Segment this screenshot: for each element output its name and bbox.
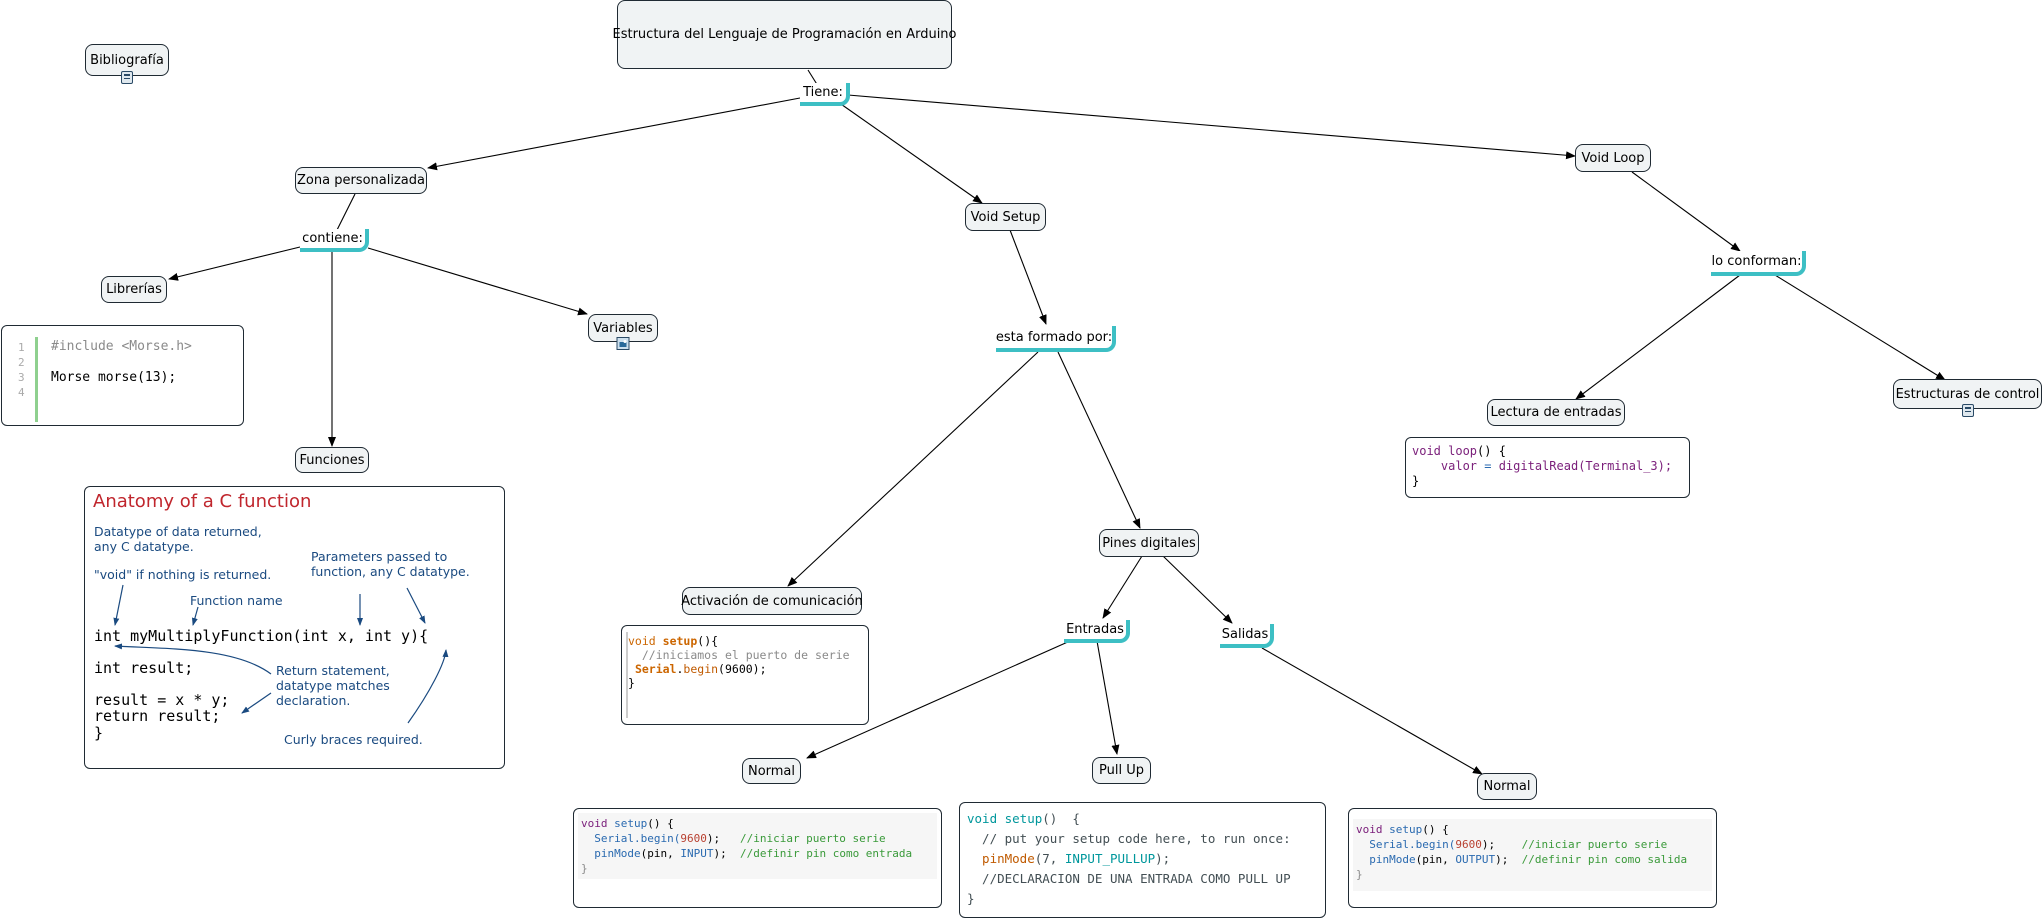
library-code-text: #include <Morse.h> Morse morse(13); <box>51 339 192 385</box>
concept-normal-entrada[interactable]: Normal <box>742 758 801 784</box>
document-resource-icon[interactable] <box>1961 404 1974 417</box>
library-code-image: 1 2 3 4 #include <Morse.h> Morse morse(1… <box>1 325 244 426</box>
document-resource-icon[interactable] <box>121 71 133 84</box>
concept-label: Bibliografía <box>90 52 164 68</box>
linking-phrase-label: Entradas <box>1066 622 1124 637</box>
concept-label: Zona personalizada <box>297 173 425 188</box>
linking-phrase-contiene[interactable]: contiene: <box>300 229 369 252</box>
linking-phrase-label: Salidas <box>1221 626 1269 642</box>
concept-activacion-comunicacion[interactable]: Activación de comunicación <box>681 587 863 615</box>
concept-label: Normal <box>1483 779 1531 794</box>
code-background <box>1353 819 1712 891</box>
concept-label: Void Loop <box>1581 150 1645 166</box>
concept-label: Funciones <box>299 452 365 468</box>
concept-pull-up[interactable]: Pull Up <box>1092 757 1151 784</box>
note-function-name: Function name <box>190 593 283 608</box>
linking-phrase-esta-formado-por[interactable]: esta formado por: <box>996 326 1116 352</box>
concept-normal-salida[interactable]: Normal <box>1477 773 1537 800</box>
code-line-return: return result; <box>94 707 221 725</box>
concept-zona-personalizada[interactable]: Zona personalizada <box>295 167 427 194</box>
normal-input-code-image: void setup() { Serial.begin(9600); //ini… <box>573 808 942 908</box>
line-numbers: 1 2 3 4 <box>18 341 25 399</box>
code-line-multiply: result = x * y; <box>94 691 230 709</box>
linking-phrase-label: lo conforman: <box>1711 254 1802 269</box>
concept-bibliografia[interactable]: Bibliografía <box>85 44 169 84</box>
pullup-code-image: void setup() { // put your setup code he… <box>959 802 1326 918</box>
gutter-bar <box>35 337 38 422</box>
linking-phrase-label: contiene: <box>302 231 363 246</box>
concept-label: Lectura de entradas <box>1490 405 1622 420</box>
concept-label: Variables <box>593 320 653 336</box>
note-void: "void" if nothing is returned. <box>94 567 272 582</box>
code-line-signature: int myMultiplyFunction(int x, int y){ <box>94 627 429 645</box>
concept-label: Estructura del Lenguaje de Programación … <box>612 27 957 42</box>
concept-lectura-entradas[interactable]: Lectura de entradas <box>1487 399 1625 426</box>
concept-label: Activación de comunicación <box>681 593 863 609</box>
code-line-result: int result; <box>94 659 194 677</box>
anatomy-c-function-image: Anatomy of a C function Datatype of data… <box>84 486 505 769</box>
normal-input-code: void setup() { Serial.begin(9600); //ini… <box>581 817 913 875</box>
pullup-code: void setup() { // put your setup code he… <box>967 811 1291 906</box>
serial-setup-code: void setup(){ //iniciamos el puerto de s… <box>628 634 850 690</box>
linking-phrase-tiene[interactable]: Tiene: <box>800 83 850 106</box>
concept-label: Normal <box>747 763 796 779</box>
concept-root[interactable]: Estructura del Lenguaje de Programación … <box>613 0 957 69</box>
concept-librerias[interactable]: Librerías <box>101 276 167 303</box>
loop-code: void loop() { valor = digitalRead(Termin… <box>1412 444 1673 488</box>
concept-estructuras-control[interactable]: Estructuras de control <box>1893 379 2042 417</box>
concept-label: Librerías <box>106 282 162 297</box>
note-braces: Curly braces required. <box>284 732 423 747</box>
linking-phrase-label: Tiene: <box>803 85 843 100</box>
linking-phrase-salidas[interactable]: Salidas <box>1220 624 1274 648</box>
linking-phrase-label: esta formado por: <box>995 329 1113 345</box>
loop-code-image: void loop() { valor = digitalRead(Termin… <box>1405 437 1690 498</box>
code-line-brace: } <box>94 724 104 742</box>
concept-label: Pines digitales <box>1102 535 1196 551</box>
normal-output-code-image: void setup() { Serial.begin(9600); //ini… <box>1348 808 1717 908</box>
concept-label: Void Setup <box>970 209 1041 225</box>
linking-phrase-lo-conforman[interactable]: lo conforman: <box>1711 251 1806 276</box>
note-datatype: Datatype of data returned, any C datatyp… <box>94 524 262 554</box>
linking-phrase-entradas[interactable]: Entradas <box>1064 620 1130 643</box>
code-background <box>578 813 937 879</box>
concept-pines-digitales[interactable]: Pines digitales <box>1099 529 1199 557</box>
image-resource-icon[interactable] <box>616 337 630 350</box>
concept-label: Estructuras de control <box>1895 386 2040 402</box>
gutter-bar <box>626 632 628 718</box>
normal-output-code: void setup() { Serial.begin(9600); //ini… <box>1356 823 1688 881</box>
anatomy-arrows <box>113 584 449 724</box>
note-parameters: Parameters passed to function, any C dat… <box>311 549 470 579</box>
serial-setup-code-image: void setup(){ //iniciamos el puerto de s… <box>621 625 869 725</box>
concept-variables[interactable]: Variables <box>588 314 658 350</box>
concept-void-loop[interactable]: Void Loop <box>1575 144 1651 172</box>
anatomy-title: Anatomy of a C function <box>93 491 312 512</box>
concept-label: Pull Up <box>1099 763 1144 778</box>
note-return: Return statement, datatype matches decla… <box>276 663 390 708</box>
concept-funciones[interactable]: Funciones <box>295 447 369 473</box>
concept-void-setup[interactable]: Void Setup <box>965 203 1046 231</box>
